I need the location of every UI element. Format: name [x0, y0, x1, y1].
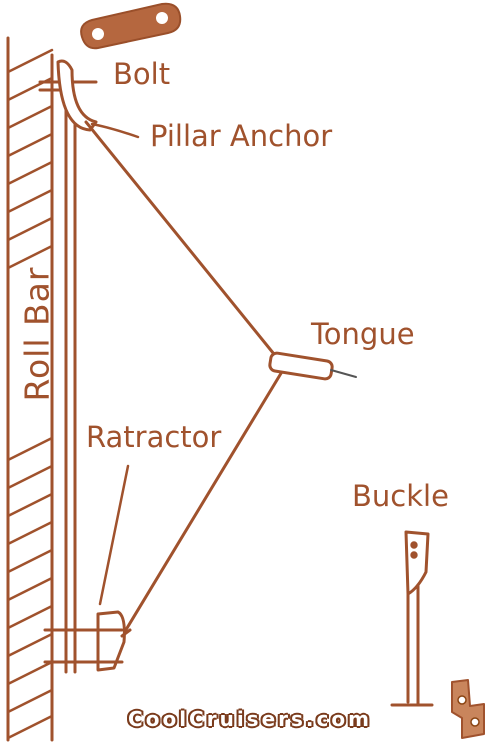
pillar-anchor-label: Pillar Anchor [150, 119, 333, 153]
pillar-anchor-leader [90, 122, 140, 139]
retractor-leader [98, 464, 130, 606]
roll-bar-label: Roll Bar [17, 266, 57, 402]
retractor [43, 610, 132, 672]
buckle [390, 530, 434, 707]
bolt-label: Bolt [113, 57, 171, 91]
shoulder-belt [84, 120, 280, 361]
anchor-plate [80, 2, 182, 50]
retractor-label: Ratractor [86, 420, 222, 454]
pillar [64, 68, 77, 674]
buckle-bracket [451, 679, 485, 739]
lap-belt [119, 368, 285, 640]
brand-watermark: CoolCruisers.com [128, 707, 372, 731]
tongue-plate [268, 351, 357, 381]
pillar-anchor-hook [56, 59, 98, 132]
roll-bar [6, 36, 54, 742]
buckle-label: Buckle [352, 479, 449, 513]
tongue-label: Tongue [311, 317, 415, 351]
